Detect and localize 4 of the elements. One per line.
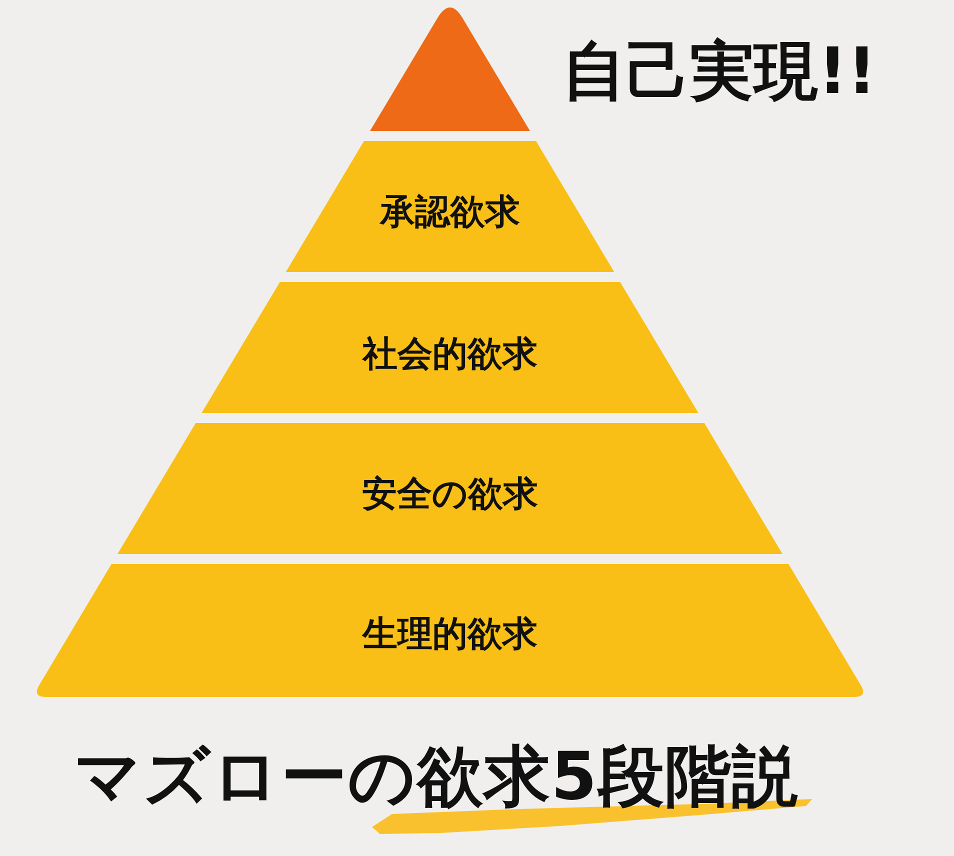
tier-label: 承認欲求	[380, 195, 520, 230]
tier-label: 安全の欲求	[362, 477, 538, 512]
tier-label: 生理的欲求	[362, 617, 538, 652]
tier-label: 社会的欲求	[362, 337, 538, 372]
